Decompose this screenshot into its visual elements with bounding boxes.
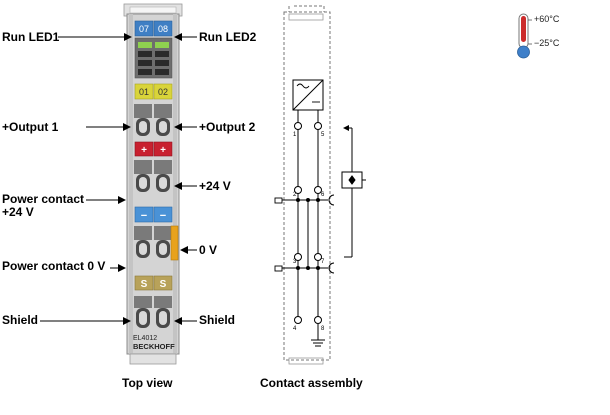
terminal-row-shield xyxy=(134,296,172,328)
caption-top-view: Top view xyxy=(122,376,173,390)
terminal-module: 07 08 01 02 + + xyxy=(123,3,183,365)
assembly-terminals xyxy=(294,122,322,324)
terminal-number-1: 1 xyxy=(293,132,297,138)
terminal-row-24v xyxy=(134,160,172,192)
terminal-number-3: 3 xyxy=(293,259,297,265)
plus-label-right-text: + xyxy=(160,145,166,156)
temperature-max: +60°C xyxy=(534,14,560,24)
leader-lines xyxy=(40,33,197,325)
minus-label-right xyxy=(153,206,173,223)
label-output2: +Output 2 xyxy=(199,120,256,134)
label-run-led1: Run LED1 xyxy=(2,30,60,44)
module-model-text: EL4012 xyxy=(133,335,157,342)
label-power-contact-24v-line1: Power contact xyxy=(2,192,85,206)
minus-label-left-text: − xyxy=(141,210,147,222)
terminal-row-0v xyxy=(134,226,172,258)
label-power-contact-0v: Power contact 0 V xyxy=(2,259,106,273)
label-output1: +Output 1 xyxy=(2,120,59,134)
output-label-01 xyxy=(134,83,154,100)
label-power-contact-24v-line2: +24 V xyxy=(2,205,34,219)
plus-label-left xyxy=(134,141,154,157)
terminal-number-2: 2 xyxy=(293,192,297,198)
orange-release-tab xyxy=(170,225,179,261)
shield-label-right xyxy=(153,275,173,291)
feedback-loop xyxy=(341,125,366,258)
label-plus-24v: +24 V xyxy=(199,179,231,193)
shield-label-right-text: S xyxy=(160,279,167,290)
led-label-07 xyxy=(134,20,154,37)
shield-label-left-text: S xyxy=(141,279,148,290)
shield-label-left xyxy=(134,275,154,291)
terminal-number-7: 7 xyxy=(321,259,325,265)
label-0v: 0 V xyxy=(199,243,218,257)
plus-label-right xyxy=(153,141,173,157)
terminal-number-4: 4 xyxy=(293,326,297,332)
output-label-02 xyxy=(153,83,173,100)
caption-contact-assembly: Contact assembly xyxy=(260,376,363,390)
led-label-08-text: 08 xyxy=(158,24,168,34)
minus-label-left xyxy=(134,206,154,223)
module-brand-text: BECKHOFF xyxy=(133,342,175,351)
thermometer-icon xyxy=(517,13,532,59)
led-label-07-text: 07 xyxy=(139,24,149,34)
earth-symbol xyxy=(311,324,325,347)
label-shield-left: Shield xyxy=(2,313,39,327)
terminal-row-outputs xyxy=(134,104,172,136)
minus-label-right-text: − xyxy=(160,210,166,222)
plus-label-left-text: + xyxy=(141,145,147,156)
contact-assembly: 1 5 2 6 3 7 4 8 xyxy=(274,5,366,365)
output-label-01-text: 01 xyxy=(139,87,149,97)
assembly-outline xyxy=(283,11,331,361)
terminal-number-8: 8 xyxy=(321,326,325,332)
run-led-2 xyxy=(155,42,169,48)
temperature-min: −25°C xyxy=(534,38,560,48)
label-shield-right: Shield xyxy=(199,313,236,327)
output-label-02-text: 02 xyxy=(158,87,168,97)
terminal-number-5: 5 xyxy=(321,132,325,138)
label-run-led2: Run LED2 xyxy=(199,30,257,44)
run-led-1 xyxy=(138,42,152,48)
led-label-08 xyxy=(153,20,173,37)
terminal-number-6: 6 xyxy=(321,192,325,198)
